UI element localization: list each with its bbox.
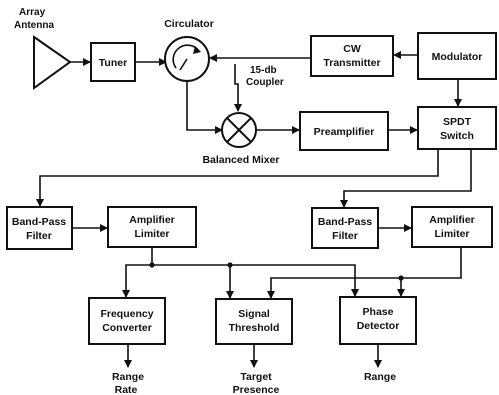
right-bandpass-filter-block: Band-Pass Filter <box>311 207 379 249</box>
left-bandpass-filter-block: Band-Pass Filter <box>6 206 73 250</box>
left-bandpass-filter-label-line2: Filter <box>26 230 52 242</box>
right-bandpass-filter-label-line1: Band-Pass <box>318 216 372 228</box>
modulator-block: Modulator <box>417 32 497 80</box>
coupler-label: 15-db Coupler <box>246 65 284 88</box>
balanced-mixer: Balanced Mixer <box>202 112 280 166</box>
left-bandpass-filter-label-line1: Band-Pass <box>12 216 66 228</box>
signal-threshold-label-line1: Signal <box>238 308 270 320</box>
preamplifier-label: Preamplifier <box>314 126 375 138</box>
signal-threshold-block: Signal Threshold <box>215 298 293 345</box>
wire-spdt-right-bpf <box>340 150 472 208</box>
left-amplifier-limiter-label-line1: Amplifier <box>129 214 175 226</box>
phase-detector-label-line1: Phase <box>363 306 394 318</box>
wire-spdt-left-bpf <box>36 150 439 207</box>
right-amplifier-limiter-label-line2: Limiter <box>434 228 469 240</box>
output-range: Range <box>364 371 396 383</box>
circulator: Circulator <box>164 18 214 82</box>
coupler-label-line2: Coupler <box>246 77 284 88</box>
wire-circulator-mixer <box>186 82 223 134</box>
phase-detector-block: Phase Detector <box>339 296 417 345</box>
right-amplifier-limiter-block: Amplifier Limiter <box>411 206 493 248</box>
junction-dot-left-amp <box>149 262 155 268</box>
junction-dot-right-phase <box>398 275 404 281</box>
signal-threshold-label-line2: Threshold <box>229 322 280 334</box>
balanced-mixer-label: Balanced Mixer <box>202 154 279 166</box>
wire-left-bus-phase <box>152 264 359 297</box>
tuner-block: Tuner <box>90 42 136 82</box>
array-antenna-label-line2: Antenna <box>14 20 54 31</box>
frequency-converter-block: Frequency Converter <box>88 297 166 345</box>
output-target-presence-line2: Presence <box>233 384 280 395</box>
cw-transmitter-label-line2: Transmitter <box>323 57 380 69</box>
spdt-switch-label-line2: Switch <box>440 130 474 142</box>
cw-transmitter-label-line1: CW <box>343 43 361 55</box>
right-amplifier-limiter-label-line1: Amplifier <box>429 214 475 226</box>
coupler-label-line1: 15-db <box>250 65 277 76</box>
wire-coupler-mixer <box>234 64 242 112</box>
output-target-presence: Target Presence <box>233 371 280 395</box>
circulator-label: Circulator <box>164 18 214 30</box>
frequency-converter-label-line2: Converter <box>102 322 152 334</box>
array-antenna-label-line1: Array <box>19 7 46 18</box>
output-range-rate-line1: Range <box>112 371 144 383</box>
preamplifier-block: Preamplifier <box>299 111 389 151</box>
left-amplifier-limiter-label-line2: Limiter <box>134 228 169 240</box>
spdt-switch-block: SPDT Switch <box>417 106 497 150</box>
phase-detector-label-line2: Detector <box>357 320 400 332</box>
tuner-label: Tuner <box>99 57 127 69</box>
wire-left-amp-bus <box>122 248 153 298</box>
cw-transmitter-block: CW Transmitter <box>310 35 394 77</box>
output-range-rate: Range Rate <box>112 371 144 395</box>
output-range-label: Range <box>364 371 396 383</box>
modulator-label: Modulator <box>432 51 483 63</box>
output-target-presence-line1: Target <box>240 371 272 383</box>
array-antenna: Array Antenna <box>14 7 72 90</box>
right-bandpass-filter-label-line2: Filter <box>332 230 358 242</box>
left-amplifier-limiter-block: Amplifier Limiter <box>107 206 197 248</box>
output-range-rate-line2: Rate <box>115 384 138 395</box>
junction-dot-left-threshold <box>227 262 233 268</box>
frequency-converter-label-line1: Frequency <box>100 308 153 320</box>
wire-right-amp-bus <box>267 248 462 299</box>
spdt-switch-label-line1: SPDT <box>443 116 472 128</box>
